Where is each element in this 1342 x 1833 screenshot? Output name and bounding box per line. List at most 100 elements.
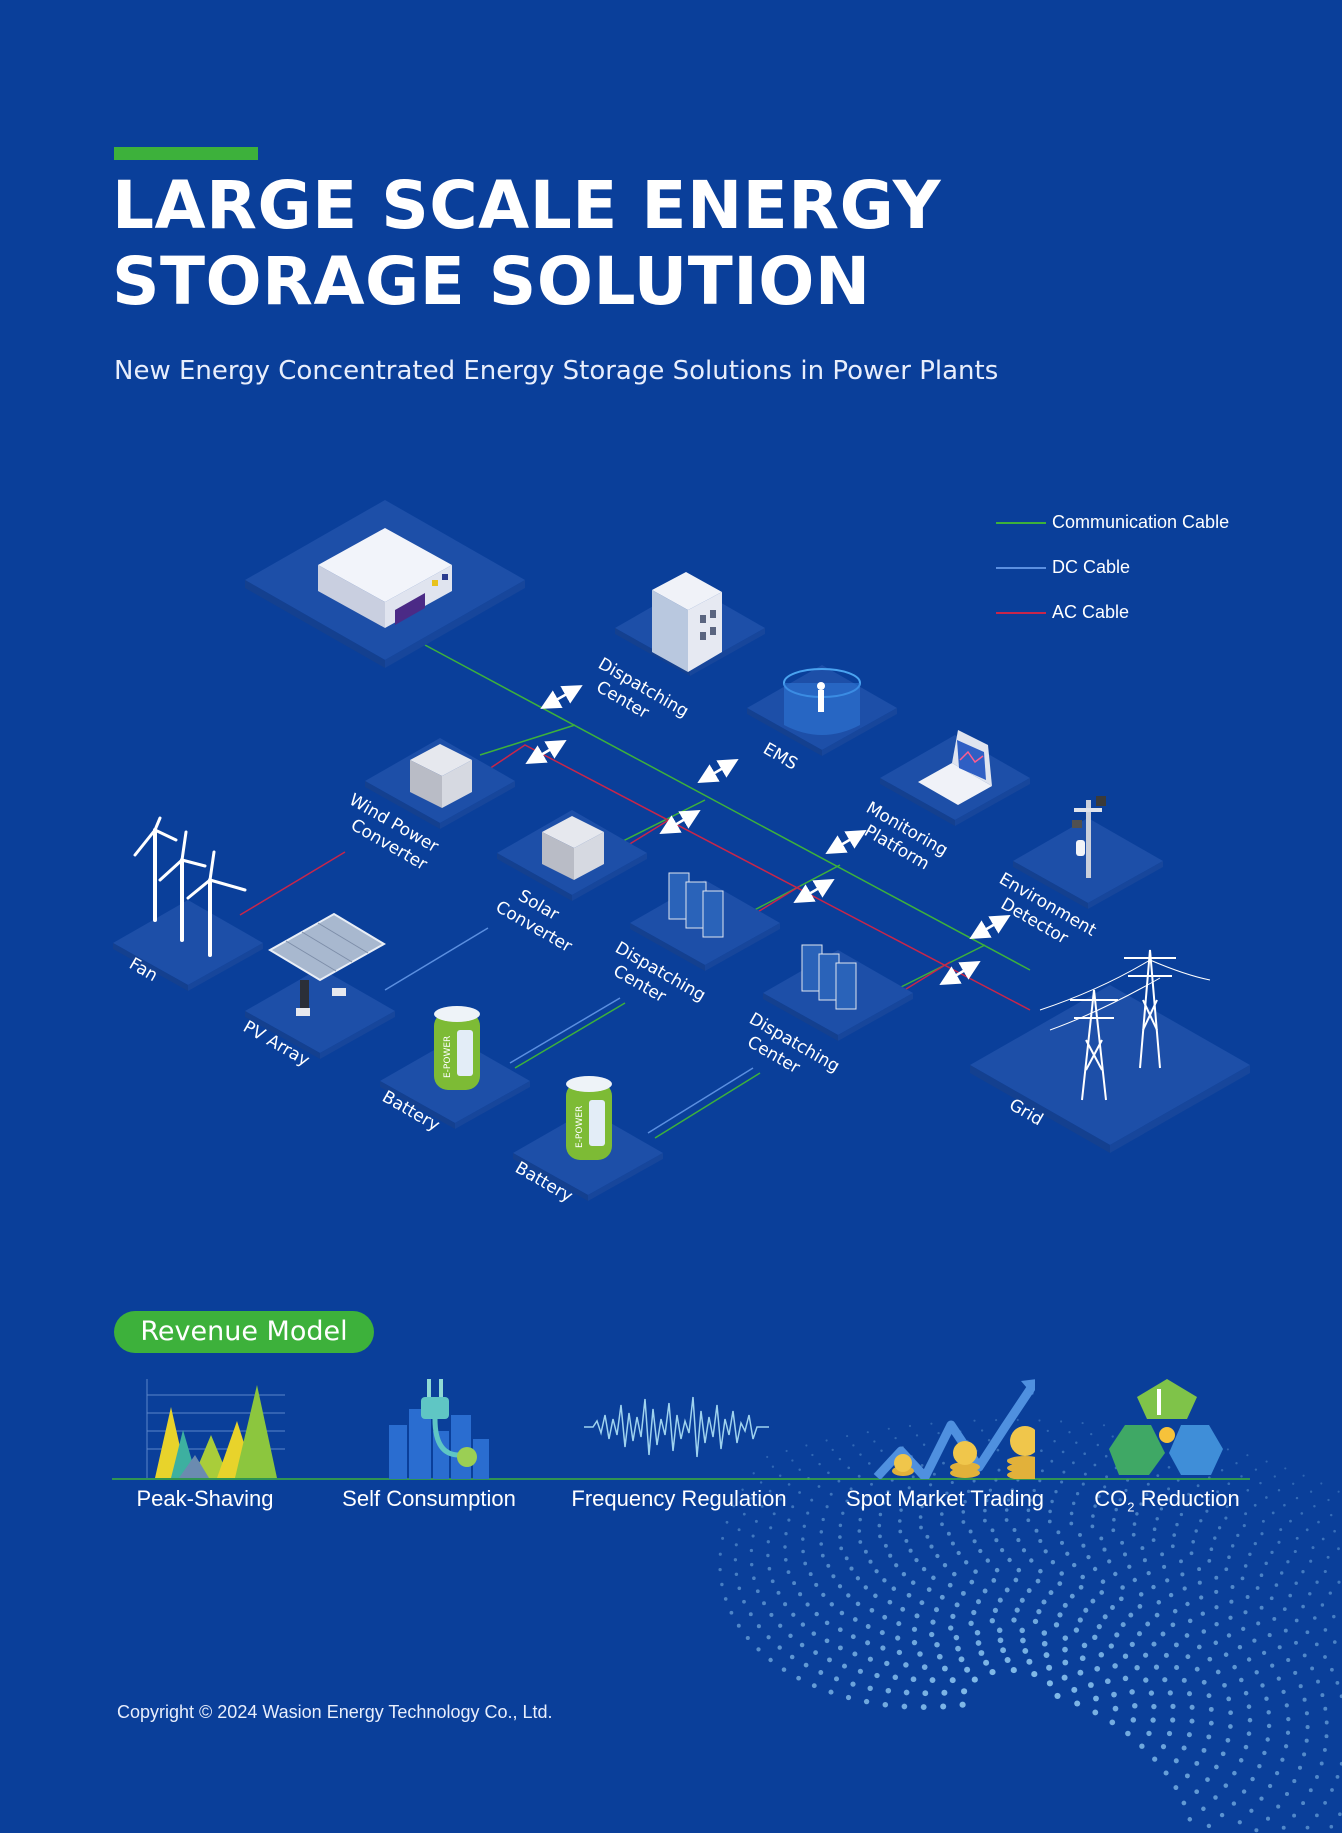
decorative-dot [751, 1534, 755, 1538]
decorative-dot [1315, 1580, 1319, 1584]
decorative-dot [1232, 1770, 1237, 1776]
decorative-dot [1294, 1618, 1299, 1623]
decorative-dot [799, 1642, 805, 1648]
decorative-dot [1029, 1558, 1034, 1563]
decorative-dot [919, 1525, 923, 1530]
decorative-dot [1302, 1474, 1305, 1477]
decorative-dot [1028, 1498, 1033, 1503]
decorative-dot [1225, 1737, 1231, 1743]
decorative-dot [899, 1508, 903, 1512]
decorative-dot [861, 1506, 865, 1510]
decorative-dot [1142, 1558, 1147, 1563]
decorative-dot [873, 1440, 876, 1443]
decorative-dot [1228, 1615, 1233, 1620]
decorative-dot [1279, 1528, 1283, 1532]
decorative-dot [1196, 1644, 1202, 1650]
decorative-dot [1187, 1618, 1193, 1624]
decorative-dot [929, 1677, 936, 1684]
decorative-dot [1292, 1779, 1297, 1784]
dc-cable [509, 997, 621, 1064]
decorative-dot [959, 1701, 966, 1708]
decorative-dot [969, 1579, 975, 1585]
decorative-dot [917, 1651, 923, 1657]
decorative-dot [1272, 1616, 1277, 1621]
decorative-dot [1043, 1652, 1050, 1659]
decorative-dot [1007, 1557, 1012, 1563]
decorative-dot [1246, 1657, 1252, 1662]
decorative-dot [791, 1505, 795, 1509]
decorative-dot [806, 1511, 810, 1515]
decorative-dot [1092, 1709, 1099, 1716]
decorative-dot [1081, 1482, 1085, 1486]
decorative-dot [1232, 1664, 1237, 1670]
decorative-dot [1197, 1580, 1202, 1585]
server-rack-icon [801, 944, 857, 1010]
decorative-dot [1288, 1593, 1292, 1598]
decorative-dot [1293, 1670, 1298, 1675]
decorative-dot [1062, 1602, 1068, 1608]
decorative-dot [1235, 1496, 1239, 1500]
decorative-dot [999, 1547, 1005, 1553]
decorative-dot [762, 1601, 766, 1606]
decorative-dot [752, 1472, 755, 1475]
decorative-dot [803, 1662, 809, 1668]
decorative-dot [1194, 1666, 1200, 1672]
decorative-dot [805, 1602, 810, 1607]
decorative-dot [1098, 1652, 1105, 1658]
fan-node: Fan [113, 816, 263, 991]
decorative-dot [1112, 1663, 1118, 1669]
decorative-dot [1145, 1493, 1149, 1497]
decorative-dot [755, 1589, 760, 1594]
communication-cable [514, 1002, 626, 1069]
bidirectional-arrow [659, 809, 701, 835]
decorative-dot [971, 1609, 977, 1616]
decorative-dot [1077, 1669, 1084, 1676]
decorative-dot [723, 1597, 728, 1601]
decorative-dot [880, 1645, 886, 1651]
decorative-dot [923, 1494, 928, 1498]
decorative-dot [852, 1617, 858, 1622]
decorative-dot [1286, 1560, 1290, 1564]
decorative-dot [1330, 1788, 1334, 1792]
recycle-earth-icon [1109, 1379, 1223, 1475]
decorative-dot [1276, 1676, 1281, 1681]
battery-icon: E-POWER [434, 1006, 480, 1090]
decorative-dot [996, 1627, 1003, 1634]
decorative-dot [1284, 1703, 1289, 1708]
decorative-dot [1213, 1536, 1217, 1540]
decorative-dot [1122, 1552, 1128, 1557]
decorative-dot [857, 1474, 861, 1478]
decorative-dot [1010, 1667, 1017, 1674]
title-accent-bar [114, 147, 258, 160]
decorative-dot [1155, 1517, 1159, 1521]
decorative-dot [1110, 1605, 1115, 1610]
decorative-dot [1012, 1528, 1017, 1532]
decorative-dot [1189, 1704, 1195, 1710]
decorative-dot [858, 1540, 863, 1544]
decorative-dot [887, 1599, 893, 1605]
decorative-dot [766, 1540, 770, 1544]
bidirectional-arrow [540, 685, 583, 709]
decorative-dot [1120, 1622, 1126, 1628]
decorative-dot [1206, 1693, 1212, 1699]
decorative-dot [1248, 1552, 1252, 1557]
decorative-dot [831, 1574, 836, 1579]
decorative-dot [1152, 1527, 1157, 1531]
decorative-dot [1208, 1706, 1214, 1712]
decorative-dot [907, 1486, 911, 1490]
decorative-dot [1243, 1744, 1249, 1750]
decorative-dot [1011, 1617, 1017, 1623]
decorative-dot [989, 1669, 996, 1676]
dispatching-center-low-node: Dispatching Center [744, 944, 913, 1078]
decorative-dot [777, 1645, 782, 1650]
decorative-dot [1111, 1435, 1114, 1438]
decorative-dot [841, 1511, 845, 1515]
decorative-dot [1323, 1655, 1327, 1659]
hologram-display-icon [783, 668, 861, 735]
decorative-dot [1186, 1691, 1193, 1697]
decorative-dot [874, 1569, 879, 1574]
decorative-dot [903, 1662, 909, 1668]
decorative-dot [1151, 1703, 1157, 1710]
decorative-dot [1322, 1747, 1327, 1752]
decorative-dot [1189, 1718, 1195, 1724]
